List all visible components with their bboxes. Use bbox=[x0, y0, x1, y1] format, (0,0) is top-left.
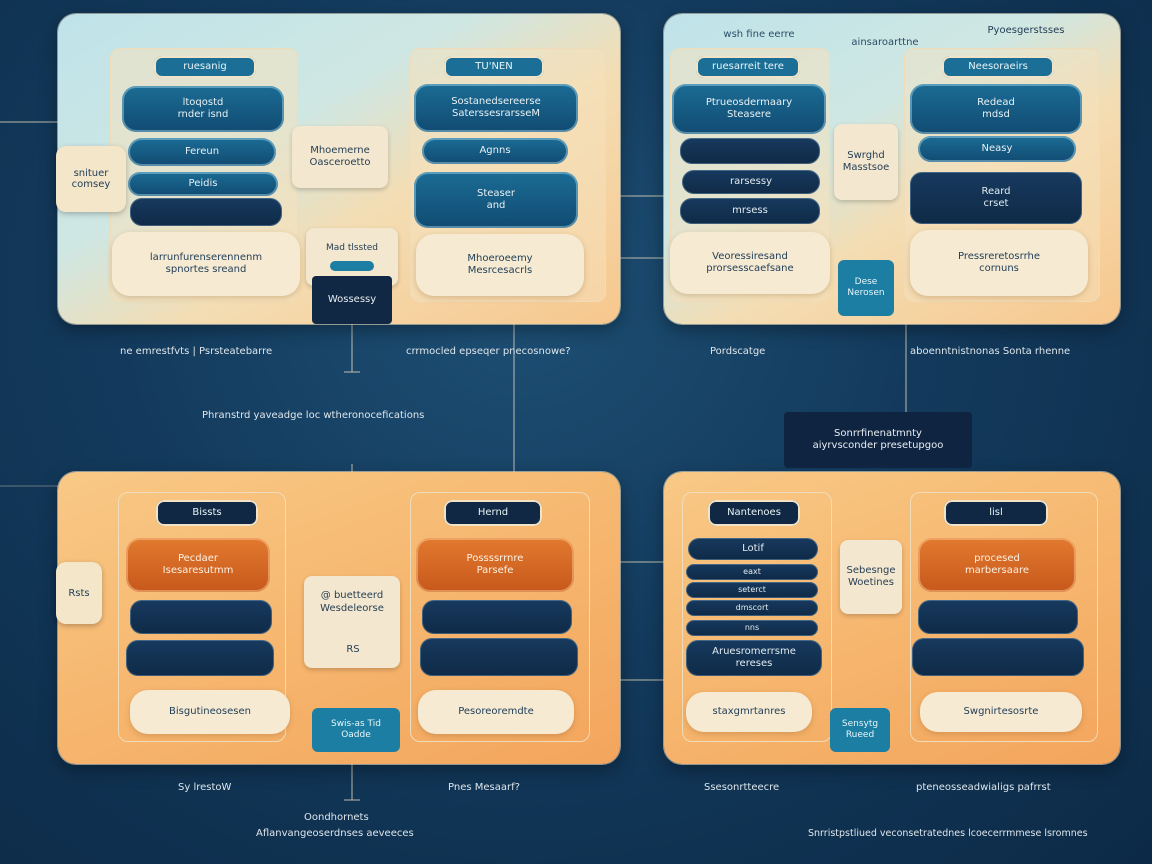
caption-br-footer: Snrristpstliued veconsetratednes lcoecer… bbox=[808, 828, 1088, 839]
bl-left-node-3[interactable] bbox=[126, 640, 274, 676]
bl-right-node-2[interactable] bbox=[422, 600, 572, 634]
tl-right-node-1[interactable]: Sostanedsereerse SaterssesrarsseM bbox=[414, 84, 578, 132]
br-bar-5[interactable]: nns bbox=[686, 620, 818, 636]
panel-bottom-left: Bissts Pecdaer Isesaresutmm Bisgutineose… bbox=[58, 472, 620, 764]
br-right-node-2[interactable] bbox=[918, 600, 1078, 634]
tr-left-node-1[interactable]: Ptrueosdermaary Steasere bbox=[672, 84, 826, 134]
caption-br-right: pteneosseadwialigs pafrrst bbox=[916, 782, 1051, 793]
br-mid-note[interactable]: Sebesnge Woetines bbox=[840, 540, 902, 614]
bl-right-node-1[interactable]: Possssrrnre Parsefe bbox=[416, 538, 574, 592]
br-left-node[interactable]: Aruesromerrsme rereses bbox=[686, 640, 822, 676]
br-left-group bbox=[682, 492, 832, 742]
panel-top-left: ruesanig ltoqostd rnder isnd Fereun Peid… bbox=[58, 14, 620, 324]
br-right-node-3[interactable] bbox=[912, 638, 1084, 676]
bl-right-group bbox=[410, 492, 590, 742]
caption-bl-center-2: Aflanvangeoserdnses aeveeces bbox=[256, 828, 414, 839]
tl-right-footer[interactable]: Mhoeroeemy Mesrcesacrls bbox=[416, 234, 584, 296]
tr-mid-teal[interactable]: Dese Nerosen bbox=[838, 260, 894, 316]
tr-right-node-3[interactable]: Reard crset bbox=[910, 172, 1082, 224]
br-bar-3[interactable]: seterct bbox=[686, 582, 818, 598]
bl-left-footer[interactable]: Bisgutineosesen bbox=[130, 690, 290, 734]
tr-header-c: Pyoesgerstsses bbox=[987, 24, 1065, 36]
tl-left-node-1[interactable]: ltoqostd rnder isnd bbox=[122, 86, 284, 132]
panel-top-right: wsh fine eerre ainsaroarttne Pyoesgersts… bbox=[664, 14, 1120, 324]
tl-left-node-2[interactable]: Fereun bbox=[128, 138, 276, 166]
caption-middle: Phranstrd yaveadge loc wtheronoceficatio… bbox=[202, 410, 425, 421]
tl-left-header[interactable]: ruesanig bbox=[154, 56, 256, 78]
tr-left-node-4[interactable]: mrsess bbox=[680, 198, 820, 224]
caption-tl-right: crrmocled epseqer pnecosnowe? bbox=[406, 346, 571, 357]
bl-left-node-1[interactable]: Pecdaer Isesaresutmm bbox=[126, 538, 270, 592]
tl-mid-button[interactable]: Wossessy bbox=[312, 276, 392, 324]
bl-right-header[interactable]: Hernd bbox=[444, 500, 542, 526]
br-mid-teal[interactable]: Sensytg Rueed bbox=[830, 708, 890, 752]
tl-right-header[interactable]: TU'NEN bbox=[444, 56, 544, 78]
tl-left-node-3[interactable]: Peidis bbox=[128, 172, 278, 196]
bl-right-node-3[interactable] bbox=[420, 638, 578, 676]
tl-right-node-3[interactable]: Steaser and bbox=[414, 172, 578, 228]
tr-right-header[interactable]: Neesoraeirs bbox=[942, 56, 1054, 78]
caption-bl-center-1: Oondhornets bbox=[304, 812, 369, 823]
caption-tl-left: ne emrestfvts | Psrsteatebarre bbox=[120, 346, 273, 357]
tr-mid-note[interactable]: Swrghd Masstsoe bbox=[834, 124, 898, 200]
tr-header-b: ainsaroarttne bbox=[851, 36, 919, 48]
tr-right-node-1[interactable]: Redead mdsd bbox=[910, 84, 1082, 134]
bl-mid-teal[interactable]: Swis-as Tid Oadde bbox=[312, 708, 400, 752]
br-right-node-1[interactable]: procesed marbersaare bbox=[918, 538, 1076, 592]
bl-left-node-2[interactable] bbox=[130, 600, 272, 634]
tr-left-node-3[interactable]: rarsessy bbox=[682, 170, 820, 194]
br-bar-4[interactable]: dmscort bbox=[686, 600, 818, 616]
caption-tr-right: aboenntnistnonas Sonta rhenne bbox=[910, 346, 1071, 357]
bl-right-footer[interactable]: Pesoreoremdte bbox=[418, 690, 574, 734]
tr-right-footer[interactable]: Pressreretosrrhe cornuns bbox=[910, 230, 1088, 296]
br-left-header[interactable]: Nantenoes bbox=[708, 500, 800, 526]
tooltip-box[interactable]: Sonrrfinenatmnty aiyrvsconder presetupgo… bbox=[784, 412, 972, 468]
tl-mid-mini-bar[interactable] bbox=[330, 260, 374, 271]
br-right-header[interactable]: lisl bbox=[944, 500, 1048, 526]
bl-left-header[interactable]: Bissts bbox=[156, 500, 258, 526]
caption-tr-left: Pordscatge bbox=[710, 346, 766, 357]
tr-left-header[interactable]: ruesarreit tere bbox=[696, 56, 800, 78]
bl-left-group bbox=[118, 492, 286, 742]
br-bar-1[interactable]: Lotif bbox=[688, 538, 818, 560]
br-left-footer[interactable]: staxgmrtanres bbox=[686, 692, 812, 732]
bl-left-tag[interactable]: Rsts bbox=[56, 562, 102, 624]
tl-left-footer[interactable]: larrunfurenserennenm spnortes sreand bbox=[112, 232, 300, 296]
tr-right-node-2[interactable]: Neasy bbox=[918, 136, 1076, 162]
tr-header-a: wsh fine eerre bbox=[723, 28, 795, 40]
tl-mid-note[interactable]: Mhoemerne Oasceroetto bbox=[292, 126, 388, 188]
side-tag[interactable]: snituer comsey bbox=[56, 146, 126, 212]
tr-left-footer[interactable]: Veoressiresand prorsesscaefsane bbox=[670, 232, 830, 294]
caption-bl-right: Pnes Mesaarf? bbox=[448, 782, 520, 793]
br-right-footer[interactable]: Swgnirtesosrte bbox=[920, 692, 1082, 732]
tooltip-line-2: aiyrvsconder presetupgoo bbox=[812, 440, 944, 451]
caption-bl-left: Sy lrestoW bbox=[178, 782, 232, 793]
br-bar-2[interactable]: eaxt bbox=[686, 564, 818, 580]
caption-br-left: Ssesonrtteecre bbox=[704, 782, 780, 793]
tl-left-node-4[interactable] bbox=[130, 198, 282, 226]
panel-bottom-right: Nantenoes Lotif eaxt seterct dmscort nns… bbox=[664, 472, 1120, 764]
tl-right-node-2[interactable]: Agnns bbox=[422, 138, 568, 164]
tr-left-node-2[interactable] bbox=[680, 138, 820, 164]
br-right-group bbox=[910, 492, 1098, 742]
tooltip-line-1: Sonrrfinenatmnty bbox=[834, 427, 922, 439]
bl-mid-note-2: RS bbox=[346, 643, 360, 655]
